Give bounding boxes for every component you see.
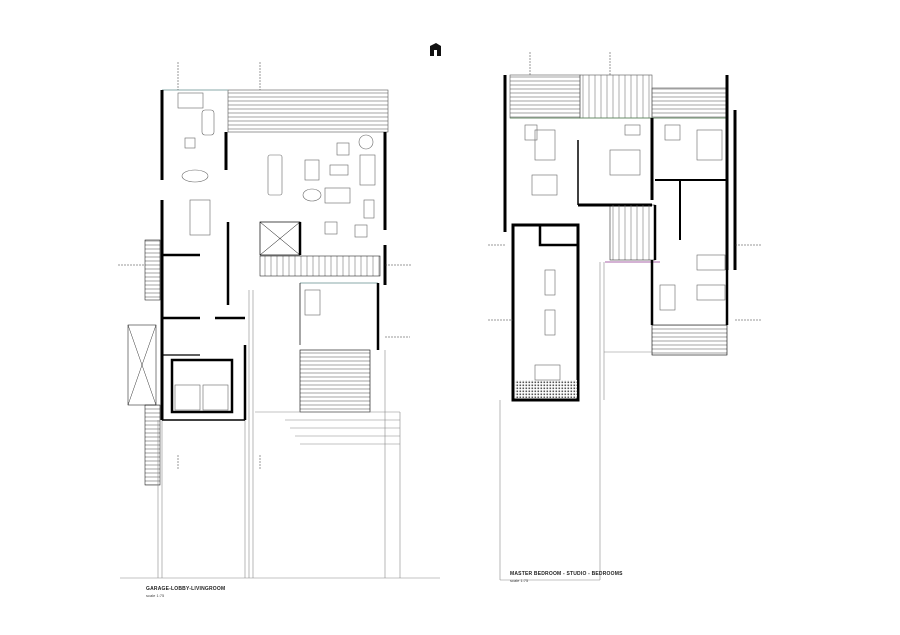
upper-floor-plan	[488, 52, 762, 581]
terrace-deck	[227, 89, 389, 133]
ground-floor-plan	[118, 62, 440, 579]
plan-caption-ground: GARAGE-LOBBY-LIVINGROOM	[146, 586, 226, 592]
plan-caption-upper: MASTER BEDROOM - STUDIO - BEDROOMS	[510, 571, 623, 577]
plan-scale-upper: scale 1:75	[510, 578, 529, 583]
plan-scale-ground: scale 1:75	[146, 593, 165, 598]
exterior-stairs	[299, 349, 371, 413]
north-arrow-icon	[430, 43, 441, 56]
